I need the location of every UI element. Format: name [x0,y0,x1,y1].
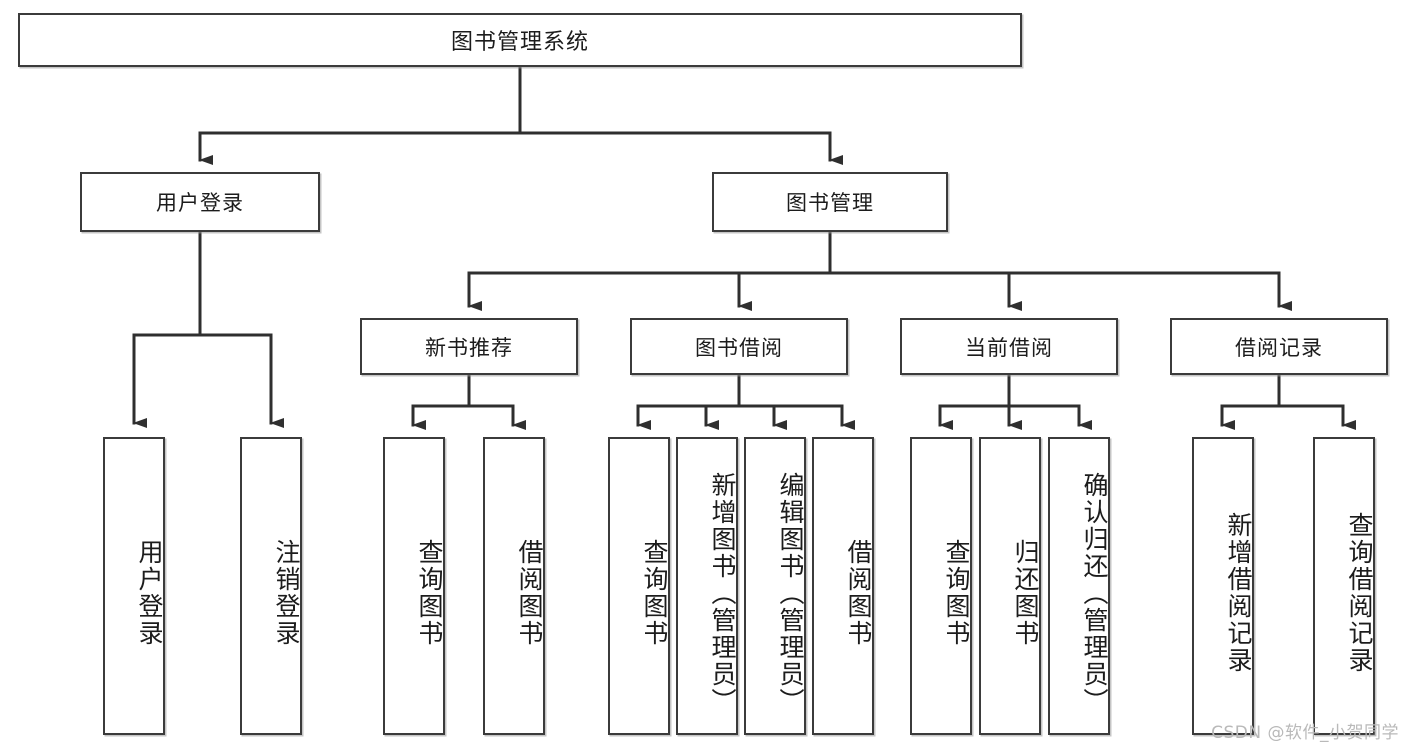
node-label: 新增图书（管理员） [708,471,736,715]
node-book-borrow[interactable]: 图书借阅 [630,318,848,375]
node-label: 借阅图书 [844,539,872,647]
node-label: 归还图书 [1011,539,1039,647]
node-user-login[interactable]: 用户登录 [80,172,320,232]
node-label: 查询借阅记录 [1345,512,1373,674]
node-label: 新增借阅记录 [1224,512,1252,674]
node-label: 查询图书 [415,539,443,647]
node-borrow-record[interactable]: 借阅记录 [1170,318,1388,375]
leaf-query-borrow-record[interactable]: 查询借阅记录 [1313,437,1375,735]
node-current-borrow[interactable]: 当前借阅 [900,318,1118,375]
leaf-edit-book-admin[interactable]: 编辑图书（管理员） [744,437,806,735]
node-label: 图书借阅 [695,336,783,360]
leaf-query-book-recommend[interactable]: 查询图书 [383,437,445,735]
node-new-book-recommend[interactable]: 新书推荐 [360,318,578,375]
node-label: 借阅记录 [1235,336,1323,360]
watermark: CSDN @软件_小贺同学 [1211,723,1399,743]
leaf-borrow-book[interactable]: 借阅图书 [812,437,874,735]
node-book-management[interactable]: 图书管理 [712,172,948,232]
node-root-book-management-system[interactable]: 图书管理系统 [18,13,1022,67]
leaf-add-borrow-record[interactable]: 新增借阅记录 [1192,437,1254,735]
node-label: 用户登录 [135,539,163,647]
leaf-query-book-borrow[interactable]: 查询图书 [608,437,670,735]
node-label: 图书管理 [786,192,874,215]
node-label: 编辑图书（管理员） [776,471,804,715]
leaf-add-book-admin[interactable]: 新增图书（管理员） [676,437,738,735]
leaf-confirm-return-admin[interactable]: 确认归还（管理员） [1048,437,1110,735]
leaf-return-book[interactable]: 归还图书 [979,437,1041,735]
node-label: 用户登录 [156,192,244,215]
leaf-borrow-book-recommend[interactable]: 借阅图书 [483,437,545,735]
node-label: 查询图书 [640,539,668,647]
node-label: 注销登录 [272,539,300,647]
leaf-query-book-current[interactable]: 查询图书 [910,437,972,735]
node-label: 当前借阅 [965,336,1053,360]
node-label: 确认归还（管理员） [1080,471,1108,715]
node-label: 查询图书 [942,539,970,647]
node-label: 借阅图书 [515,539,543,647]
leaf-user-login[interactable]: 用户登录 [103,437,165,735]
node-label: 图书管理系统 [450,29,589,54]
node-label: 新书推荐 [425,336,513,360]
leaf-logout[interactable]: 注销登录 [240,437,302,735]
